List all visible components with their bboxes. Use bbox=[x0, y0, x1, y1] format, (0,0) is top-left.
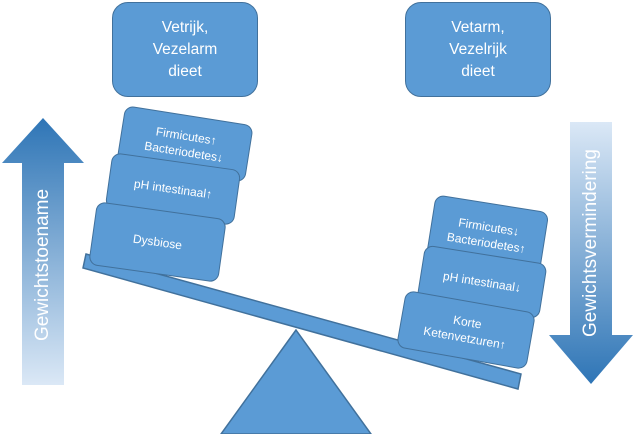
weight-gain-label: Gewichtstoename bbox=[32, 188, 53, 342]
low-fat-high-fiber-diet-box: Vetarm, Vezelrijk dieet bbox=[405, 2, 551, 97]
fulcrum-triangle bbox=[220, 328, 372, 434]
diet-label-line: Vezelrijk bbox=[449, 40, 507, 58]
weight-gain-arrow bbox=[2, 118, 84, 385]
diet-label-line: dieet bbox=[461, 62, 495, 80]
block-label: pH intestinaal↓ bbox=[442, 268, 522, 296]
balance-beam bbox=[82, 253, 522, 390]
diet-label-line: Vetrijk, bbox=[161, 18, 209, 36]
high-fat-low-fiber-diet-box: Vetrijk, Vezelarm dieet bbox=[112, 2, 258, 97]
block-label: pH intestinaal↑ bbox=[133, 176, 213, 202]
weight-loss-label: Gewichtsvermindering bbox=[580, 149, 601, 337]
block-label: Dysbiose bbox=[132, 231, 183, 253]
diet-label-line: dieet bbox=[168, 62, 202, 80]
diet-label-line: Vetarm, bbox=[451, 18, 505, 36]
diet-label-line: Vezelarm bbox=[152, 40, 218, 58]
weight-loss-arrow bbox=[549, 122, 633, 384]
